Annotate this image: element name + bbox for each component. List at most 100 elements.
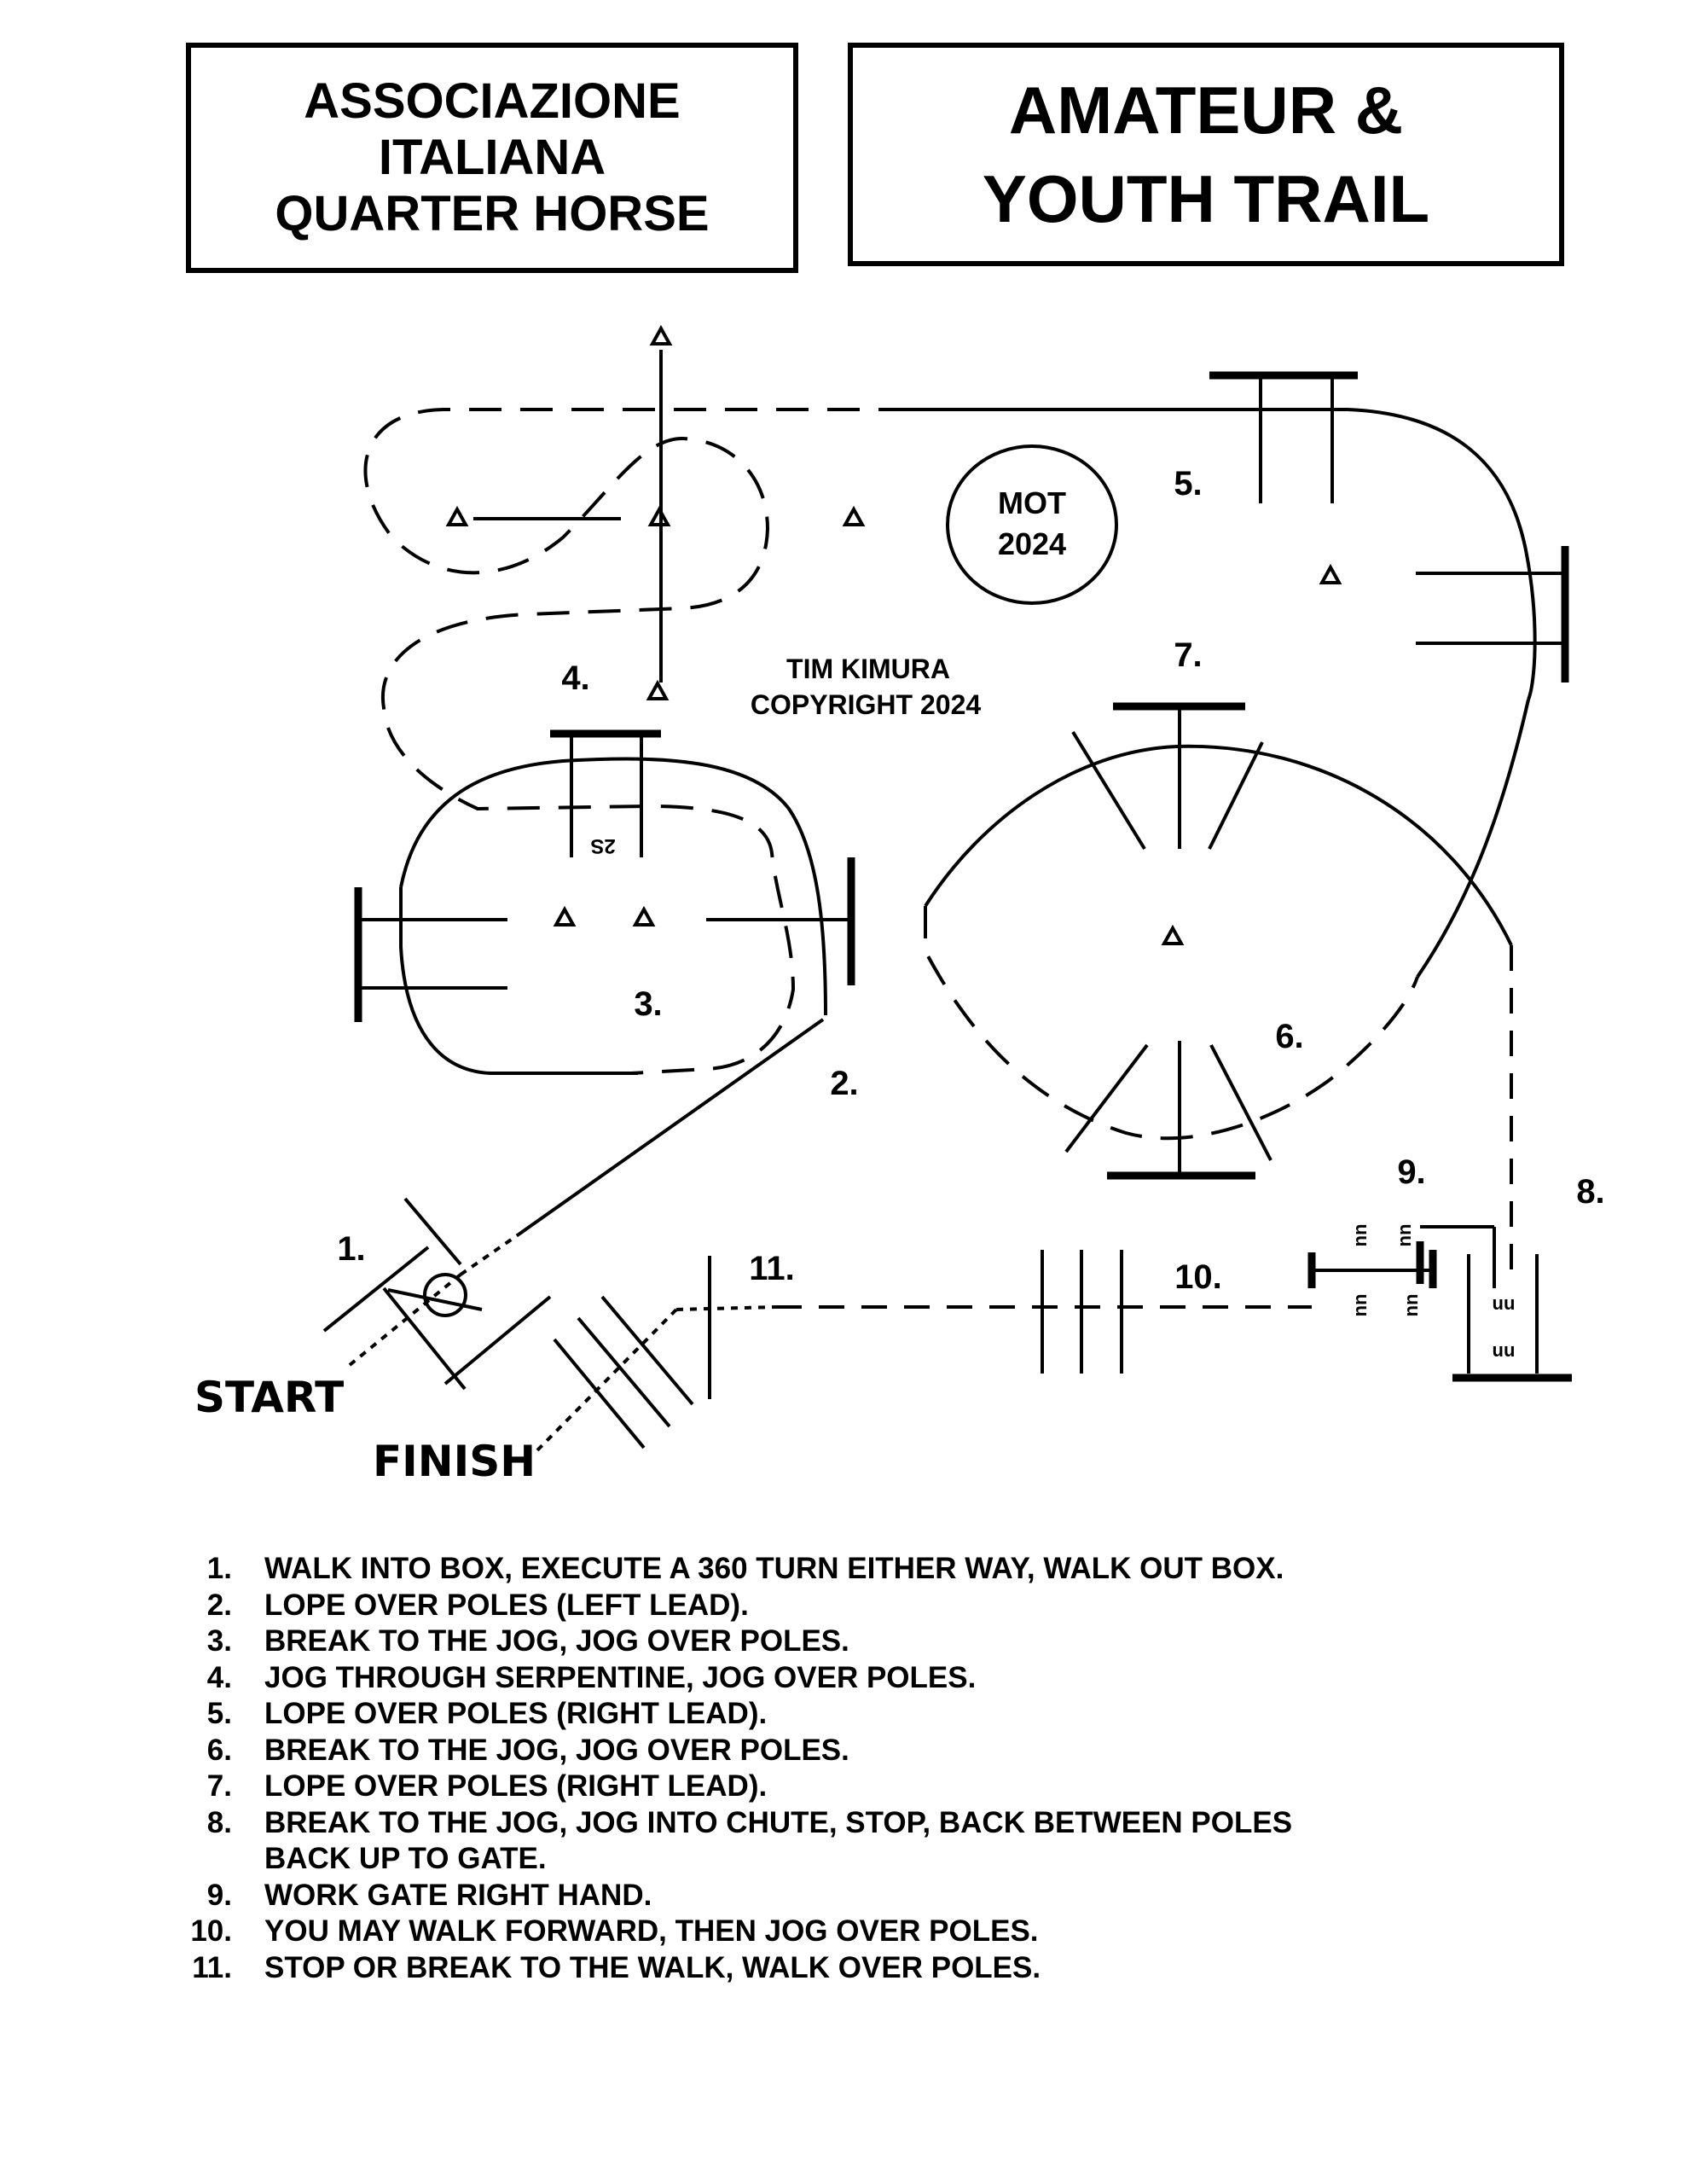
- instruction-step: 7. LOPE OVER POLES (RIGHT LEAD).: [162, 1769, 1441, 1805]
- step-number: 11.: [192, 1950, 232, 1984]
- serpentine-obstacle: [445, 324, 866, 700]
- finish-route-dotted: [536, 1308, 678, 1452]
- step-text: BREAK TO THE JOG, JOG OVER POLES.: [264, 1624, 849, 1658]
- gate-marking: uu: [1396, 1224, 1417, 1247]
- box-exit-dotted: [459, 1233, 520, 1276]
- association-line: QUARTER HORSE: [275, 186, 710, 241]
- instruction-step: 4. JOG THROUGH SERPENTINE, JOG OVER POLE…: [162, 1660, 1441, 1697]
- obstacle-label-5: 5.: [1174, 465, 1202, 502]
- credit-line: TIM KIMURA: [786, 653, 950, 684]
- cone-icon: [553, 905, 577, 926]
- instruction-step: 9. WORK GATE RIGHT HAND.: [162, 1878, 1441, 1914]
- step-text: WALK INTO BOX, EXECUTE A 360 TURN EITHER…: [264, 1552, 1284, 1585]
- step-text: LOPE OVER POLES (RIGHT LEAD).: [264, 1697, 768, 1730]
- gate-marking: uu: [1403, 1294, 1424, 1317]
- box-pole: [443, 1295, 552, 1385]
- obstacle-label-8: 8.: [1576, 1173, 1604, 1211]
- class-title-line: AMATEUR &: [1008, 73, 1404, 148]
- stamp-circle: [946, 444, 1118, 605]
- large-oval-obstacle: [1064, 702, 1272, 1180]
- pole-diag: [553, 1338, 646, 1449]
- step-text: BACK UP TO GATE.: [264, 1842, 547, 1875]
- instruction-step: 1. WALK INTO BOX, EXECUTE A 360 TURN EIT…: [162, 1551, 1441, 1588]
- cone-icon: [646, 679, 670, 700]
- instruction-step: 11. STOP OR BREAK TO THE WALK, WALK OVER…: [162, 1950, 1441, 1987]
- lope-poles-right-lead-obstacle: [1209, 371, 1569, 682]
- start-approach-dotted: [348, 1273, 462, 1367]
- class-title-box: AMATEUR & YOUTH TRAIL: [848, 43, 1564, 266]
- association-line: ITALIANA: [378, 130, 606, 185]
- box-center-marker: [423, 1273, 467, 1317]
- step-number: 6.: [206, 1733, 232, 1767]
- step-text: BREAK TO THE JOG, JOG OVER POLES.: [264, 1733, 849, 1767]
- stamp-line: MOT: [998, 485, 1066, 520]
- obstacle-label-3: 3.: [634, 985, 662, 1023]
- step-number: 10.: [190, 1914, 232, 1948]
- gate-obstacle: [1307, 1241, 1437, 1288]
- step-text: LOPE OVER POLES (LEFT LEAD).: [264, 1588, 749, 1622]
- box-pole: [387, 1288, 483, 1311]
- step-number: 9.: [206, 1878, 232, 1912]
- step-number: 2.: [206, 1588, 232, 1622]
- box-pole: [382, 1287, 467, 1391]
- cone-icon: [842, 505, 866, 526]
- cone-icon: [445, 505, 469, 526]
- gate-marking: uu: [1352, 1294, 1373, 1317]
- obstacle-label-1: 1.: [337, 1230, 365, 1268]
- step-number: 4.: [206, 1660, 232, 1694]
- instruction-step: 2. LOPE OVER POLES (LEFT LEAD).: [162, 1588, 1441, 1624]
- stamp-line: 2024: [998, 526, 1066, 561]
- obstacle-label-7: 7.: [1174, 636, 1202, 674]
- obstacle-label-11: 11.: [749, 1250, 794, 1287]
- instruction-step: BACK UP TO GATE.: [162, 1841, 1441, 1878]
- step-number: 8.: [206, 1805, 232, 1839]
- pole-diag: [577, 1316, 671, 1428]
- cone-icon: [649, 324, 673, 346]
- lope-line-route: [517, 1018, 825, 1236]
- cone-icon: [647, 505, 671, 526]
- box-pole: [403, 1197, 462, 1266]
- start-label: START: [194, 1373, 344, 1422]
- obstacle-labels: 1. 2. 3. 4. 5. 6. 7. 8. 9. 10. 11.: [337, 465, 1604, 1296]
- step-text: JOG THROUGH SERPENTINE, JOG OVER POLES.: [264, 1660, 977, 1694]
- oval-bottom-route-dashed: [924, 906, 1419, 1141]
- mot-stamp: MOT 2024: [946, 444, 1118, 605]
- instruction-step: 8. BREAK TO THE JOG, JOG INTO CHUTE, STO…: [162, 1805, 1441, 1842]
- step-number: 3.: [206, 1624, 232, 1658]
- step-number: 5.: [206, 1697, 232, 1730]
- lope-right-route: [911, 408, 1537, 700]
- association-line: ASSOCIAZIONE: [304, 73, 681, 129]
- pole-diag: [600, 1295, 694, 1406]
- obstacle-label-9: 9.: [1397, 1153, 1425, 1191]
- lope-down-route: [1416, 699, 1530, 979]
- box-pole: [322, 1246, 430, 1333]
- obstacle-label-10: 10.: [1174, 1258, 1222, 1296]
- obstacle-label-6: 6.: [1275, 1018, 1303, 1055]
- serpentine-route-dashed: [363, 408, 911, 1075]
- gate-marking: uu: [1352, 1224, 1373, 1247]
- instruction-step: 3. BREAK TO THE JOG, JOG OVER POLES.: [162, 1623, 1441, 1660]
- step-text: STOP OR BREAK TO THE WALK, WALK OVER POL…: [264, 1950, 1041, 1984]
- obstacle-label-2: 2.: [830, 1065, 858, 1102]
- box-obstacle: [322, 1197, 552, 1391]
- gate-marking: uu: [1493, 1292, 1516, 1314]
- pole-diag: [1208, 741, 1264, 850]
- step-number: [162, 1841, 264, 1878]
- jog-loop-route: [399, 757, 827, 1075]
- instruction-step: 5. LOPE OVER POLES (RIGHT LEAD).: [162, 1696, 1441, 1733]
- instruction-step: 6. BREAK TO THE JOG, JOG OVER POLES.: [162, 1733, 1441, 1769]
- finish-label: FINISH: [373, 1437, 536, 1486]
- pole-diag: [1064, 1043, 1149, 1153]
- pole-diag: [1209, 1044, 1272, 1161]
- chute-obstacle: [1420, 1225, 1572, 1382]
- jog-poles-bottom-obstacle: [1041, 1250, 1123, 1374]
- step-text: YOU MAY WALK FORWARD, THEN JOG OVER POLE…: [264, 1914, 1039, 1948]
- walk-poles-obstacle: [553, 1256, 711, 1449]
- credit-line: COPYRIGHT 2024: [751, 689, 982, 720]
- cone-icon: [632, 905, 656, 926]
- trail-course-diagram: MOT 2024 TIM KIMURA COPYRIGHT 2024 2S uu…: [194, 324, 1605, 1486]
- pole-marking: 2S: [590, 834, 615, 857]
- course-instructions: 1. WALK INTO BOX, EXECUTE A 360 TURN EIT…: [162, 1551, 1441, 1986]
- class-title-line: YOUTH TRAIL: [982, 161, 1430, 236]
- step-number: 1.: [206, 1552, 232, 1585]
